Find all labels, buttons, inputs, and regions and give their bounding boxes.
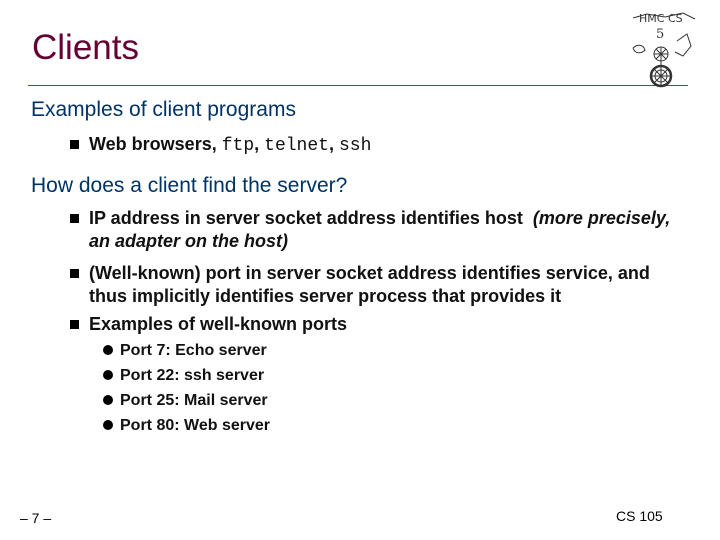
- square-bullet-icon: [70, 214, 79, 223]
- list-item-port: Port 22: ssh server: [103, 367, 265, 385]
- bullet-note: (more precisely, an adapter on the host): [89, 208, 671, 251]
- port-text: Port 25: Mail server: [120, 392, 268, 409]
- logo-text: HMC CS: [639, 12, 683, 25]
- bullet-text: ,: [328, 134, 339, 154]
- course-label: CS 105: [616, 508, 663, 524]
- section-heading-client-programs: Examples of client programs: [31, 98, 296, 121]
- round-bullet-icon: [103, 395, 113, 405]
- section-heading-find-server: How does a client find the server?: [31, 174, 348, 197]
- round-bullet-icon: [103, 370, 113, 380]
- list-item-port: Port 80: Web server: [103, 417, 270, 435]
- bullet-text: Examples of well-known ports: [89, 314, 348, 334]
- page-number: – 7 –: [20, 510, 52, 526]
- bullet-ip-address: IP address in server socket address iden…: [70, 207, 689, 253]
- port-text: Port 7: Echo server: [120, 342, 267, 359]
- round-bullet-icon: [103, 345, 113, 355]
- bullet-text: IP address in server socket address iden…: [89, 208, 523, 228]
- hmc-cs-logo-icon: HMC CS 5: [625, 6, 705, 92]
- square-bullet-icon: [70, 269, 79, 278]
- bullet-text: ,: [254, 134, 265, 154]
- round-bullet-icon: [103, 420, 113, 430]
- code-ftp: ftp: [221, 136, 255, 156]
- list-item-port: Port 25: Mail server: [103, 392, 268, 410]
- bullet-port-examples: Examples of well-known ports: [70, 313, 689, 336]
- code-telnet: telnet: [264, 136, 329, 156]
- list-item-port: Port 7: Echo server: [103, 342, 267, 360]
- square-bullet-icon: [70, 140, 79, 149]
- svg-text:5: 5: [656, 27, 664, 42]
- port-text: Port 80: Web server: [120, 417, 270, 434]
- slide-title: Clients: [32, 28, 139, 67]
- port-text: Port 22: ssh server: [120, 367, 265, 384]
- bullet-text: (Well-known) port in server socket addre…: [89, 263, 650, 306]
- square-bullet-icon: [70, 320, 79, 329]
- title-divider: [28, 85, 688, 86]
- bullet-well-known-port: (Well-known) port in server socket addre…: [70, 262, 689, 308]
- bullet-text: Web browsers,: [89, 134, 222, 154]
- code-ssh: ssh: [338, 136, 372, 156]
- bullet-client-program-examples: Web browsers, ftp, telnet, ssh: [70, 133, 689, 158]
